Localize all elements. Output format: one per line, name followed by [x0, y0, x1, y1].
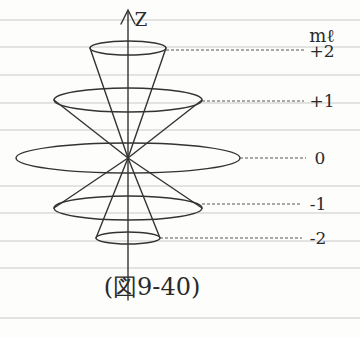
cone-minus-1: [54, 158, 202, 220]
cone-plus-2: [90, 41, 166, 158]
value-label: +1: [309, 93, 334, 110]
value-label: +2: [309, 43, 334, 60]
figure-caption: (図9-40): [104, 275, 201, 299]
cone-minus-2: [96, 158, 160, 244]
axis-label: Z: [135, 11, 148, 29]
value-label: -1: [310, 196, 327, 213]
leader-lines: [160, 50, 306, 238]
axis-arrowhead: [121, 10, 135, 24]
ruled-paper-lines: [0, 20, 360, 318]
value-label: 0: [315, 150, 326, 167]
cone-plus-1: [54, 88, 202, 158]
value-label: -2: [310, 230, 327, 247]
